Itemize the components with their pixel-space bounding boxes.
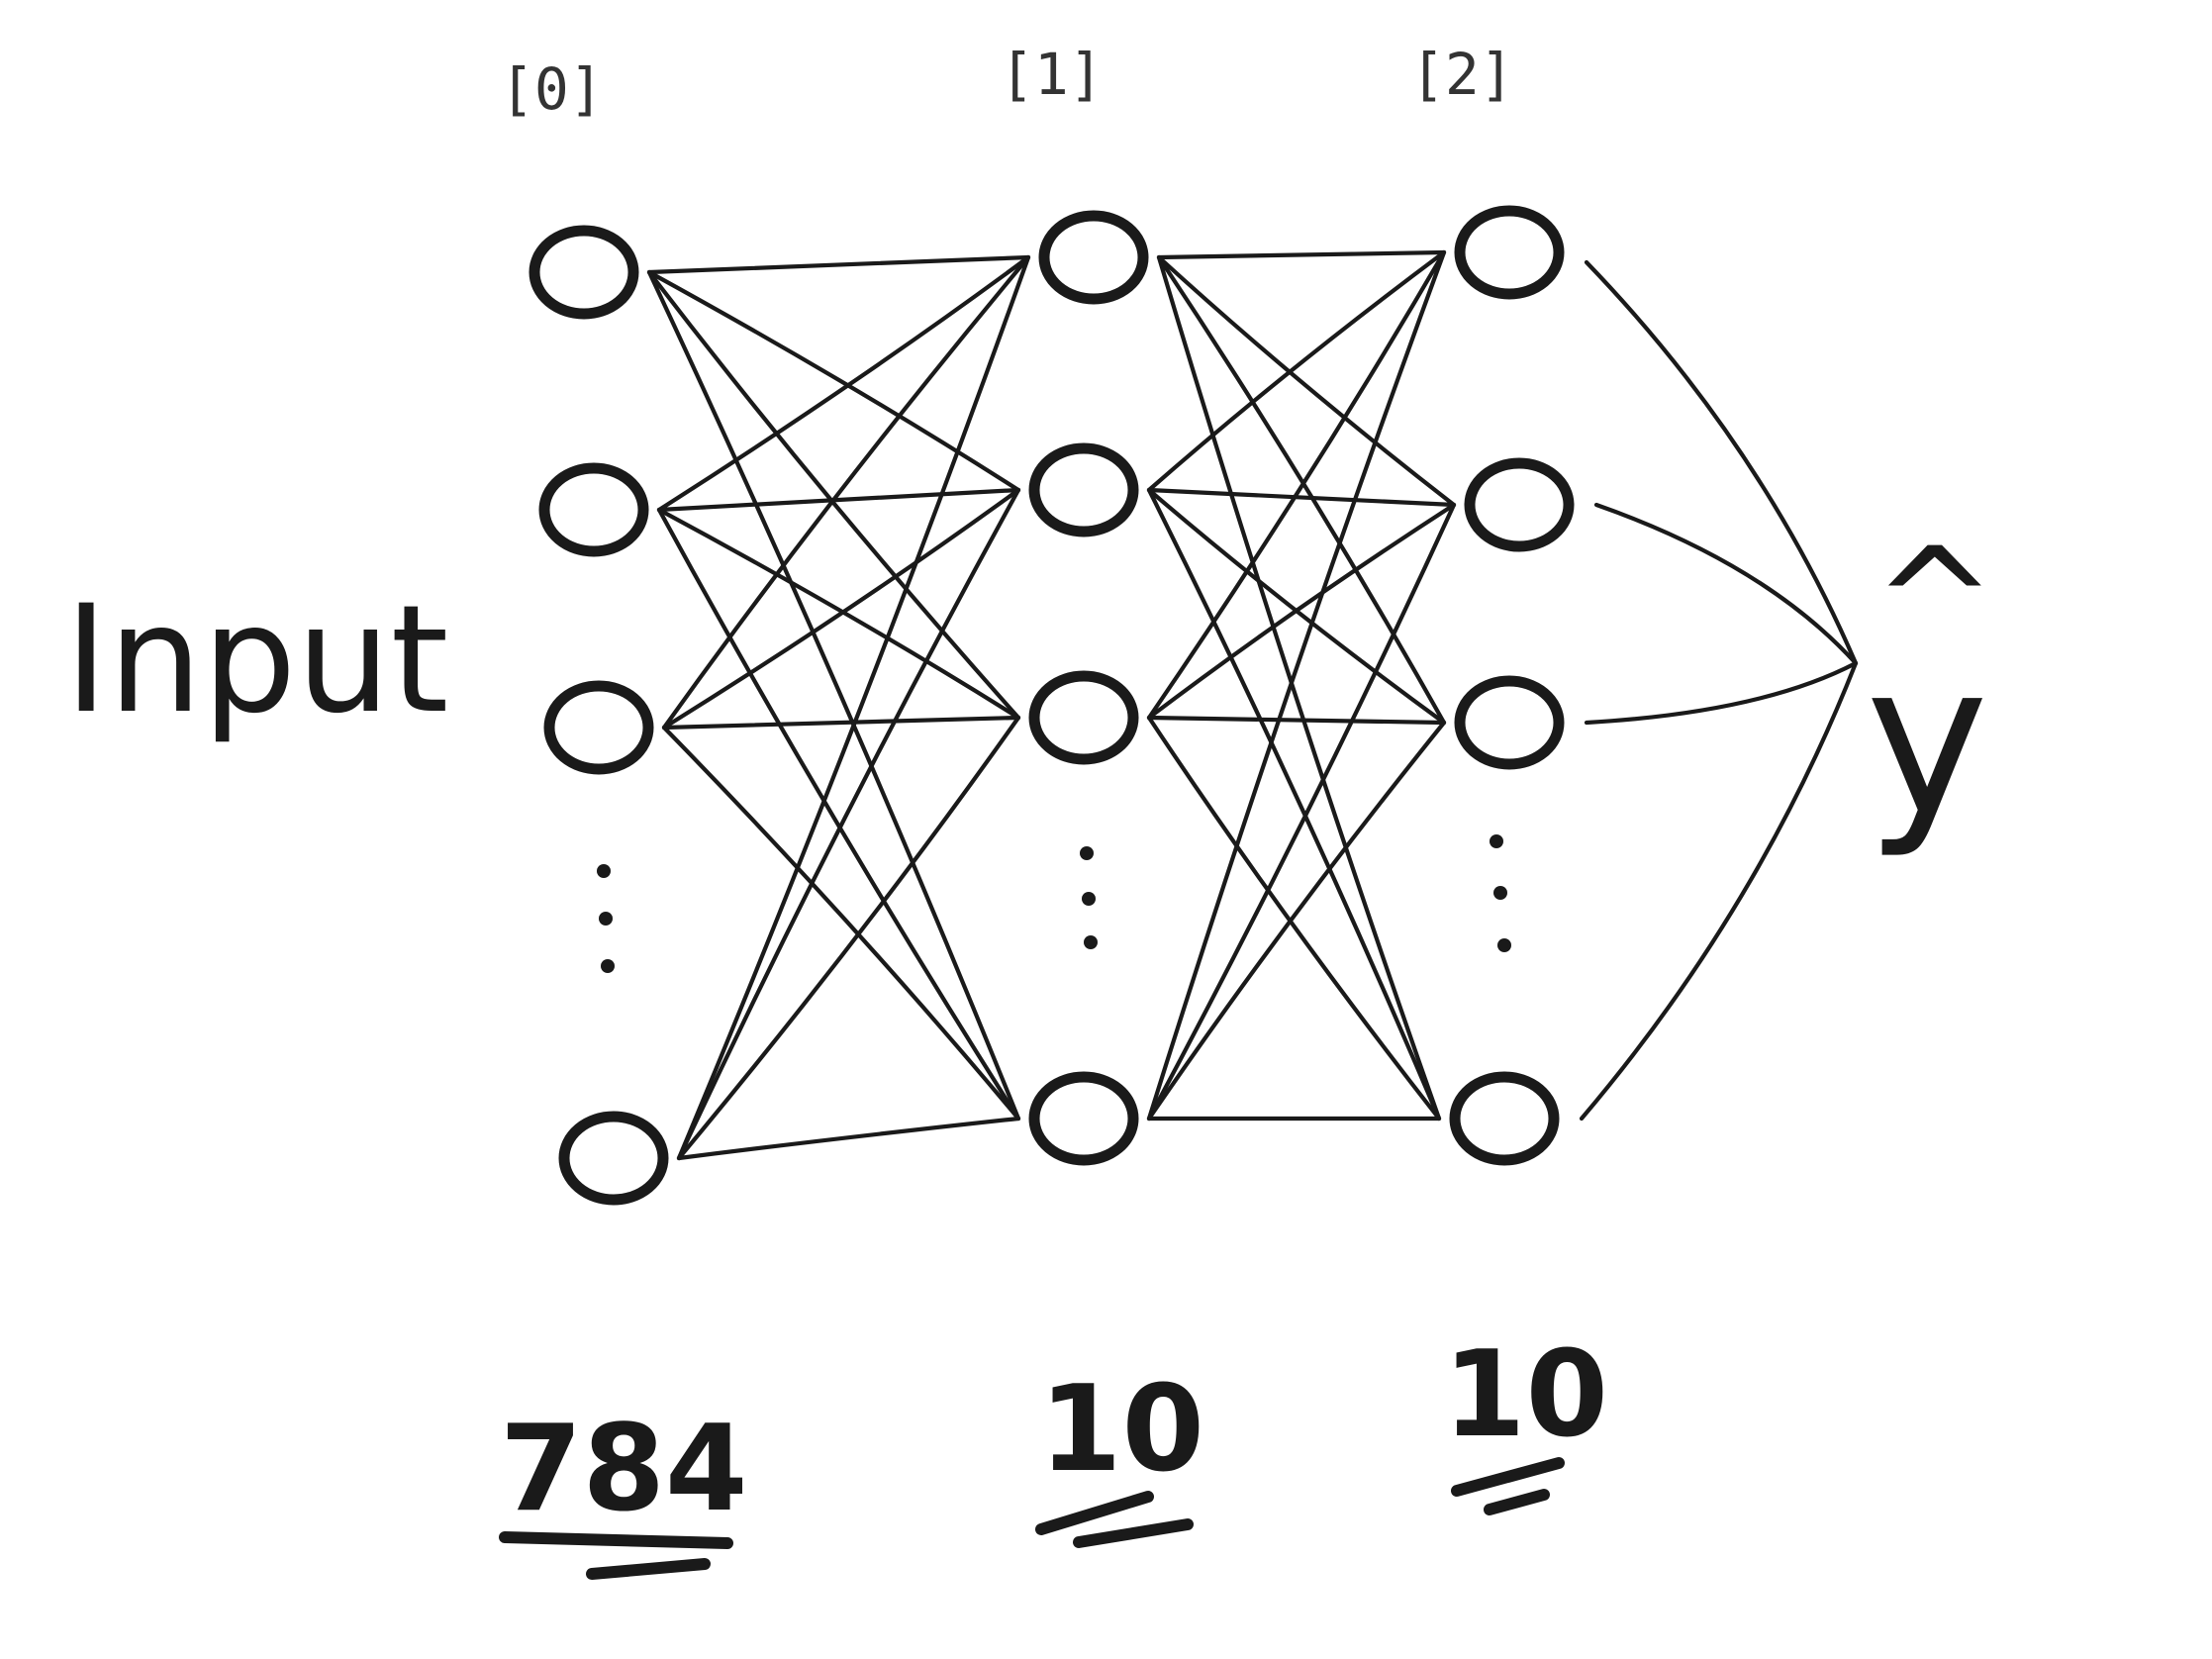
neuron-layer2-0 bbox=[1454, 205, 1565, 300]
edge-l0n2-l1n2 bbox=[661, 715, 1021, 731]
edge-l1n2-l2n1 bbox=[1146, 502, 1457, 721]
edge-l2n1-output bbox=[1593, 502, 1859, 666]
edge-l0n3-l1n2 bbox=[676, 715, 1021, 1161]
neuron-layer0-1 bbox=[538, 462, 649, 557]
layer-1-size-underline bbox=[1035, 1491, 1194, 1548]
neuron-layer2-3 bbox=[1449, 1071, 1560, 1166]
edge-l1n1-l2n0 bbox=[1146, 249, 1447, 493]
edge-l1n3-l2n2 bbox=[1146, 720, 1447, 1122]
output-label: y bbox=[1866, 619, 1988, 861]
edge-l0n1-l1n2 bbox=[656, 507, 1021, 721]
neuron-layer0-0 bbox=[529, 225, 639, 320]
edge-l1n2-l2n2 bbox=[1146, 715, 1447, 726]
edge-l0n0-l1n3 bbox=[646, 269, 1021, 1122]
edge-l0n3-l1n1 bbox=[676, 487, 1021, 1161]
edge-l1n0-l2n2 bbox=[1156, 254, 1447, 726]
edge-l1n1-l2n2 bbox=[1146, 487, 1447, 726]
edge-l1n3-l2n1 bbox=[1146, 502, 1457, 1122]
layer-0-index-label: [0] bbox=[500, 55, 604, 123]
layer-0-size: 784 bbox=[500, 1401, 748, 1538]
neuron-layer1-0 bbox=[1038, 210, 1149, 305]
neuron-layer1-2 bbox=[1028, 670, 1139, 765]
neuron-layer1-1 bbox=[1028, 442, 1139, 537]
layer-2-size-underline bbox=[1451, 1457, 1565, 1515]
edge-l1n1-l2n1 bbox=[1146, 487, 1457, 508]
layer-2-index-label: [2] bbox=[1410, 41, 1514, 108]
edge-l2n3-output bbox=[1579, 660, 1859, 1122]
edge-l1n2-l2n0 bbox=[1146, 249, 1447, 721]
neuron-layer2-2 bbox=[1454, 675, 1565, 770]
edge-l0n3-l1n0 bbox=[676, 254, 1031, 1161]
output-hat: ^ bbox=[1873, 517, 1997, 689]
layer-1-ellipsis bbox=[1080, 846, 1098, 949]
layer-1-size: 10 bbox=[1039, 1361, 1204, 1499]
layer-0-ellipsis bbox=[597, 864, 615, 973]
edge-l1n0-l2n0 bbox=[1156, 249, 1447, 260]
neuron-layer1-3 bbox=[1028, 1071, 1139, 1166]
edge-l1n0-l2n1 bbox=[1156, 254, 1457, 508]
edge-l0n2-l1n1 bbox=[661, 487, 1021, 731]
edge-l1n2-l2n3 bbox=[1146, 715, 1442, 1122]
edge-l2n0-output bbox=[1584, 259, 1859, 666]
layer-1-index-label: [1] bbox=[1000, 41, 1104, 108]
edge-l0n0-l1n1 bbox=[646, 269, 1021, 493]
edge-l0n0-l1n2 bbox=[646, 269, 1021, 721]
edge-l0n1-l1n3 bbox=[656, 507, 1021, 1122]
edge-l0n0-l1n0 bbox=[646, 254, 1031, 275]
neuron-layer0-2 bbox=[543, 680, 654, 775]
layer-2-ellipsis bbox=[1490, 834, 1511, 952]
edge-l1n0-l2n3 bbox=[1156, 254, 1442, 1122]
neuron-layer2-1 bbox=[1464, 457, 1575, 552]
edge-l0n1-l1n0 bbox=[656, 254, 1031, 513]
neuron-layer0-3 bbox=[558, 1111, 669, 1206]
edge-l1n1-l2n3 bbox=[1146, 487, 1442, 1122]
neurons bbox=[529, 205, 1575, 1206]
connections bbox=[646, 249, 1859, 1161]
edge-l2n2-output bbox=[1584, 660, 1859, 726]
layer-0-size-underline bbox=[499, 1531, 733, 1580]
edge-l1n3-l2n0 bbox=[1146, 249, 1447, 1122]
edge-l0n2-l1n3 bbox=[661, 725, 1021, 1122]
edge-l0n2-l1n0 bbox=[661, 254, 1031, 731]
layer-2-size: 10 bbox=[1443, 1326, 1608, 1464]
input-label: Input bbox=[64, 574, 448, 746]
edge-l0n3-l1n3 bbox=[676, 1116, 1021, 1161]
